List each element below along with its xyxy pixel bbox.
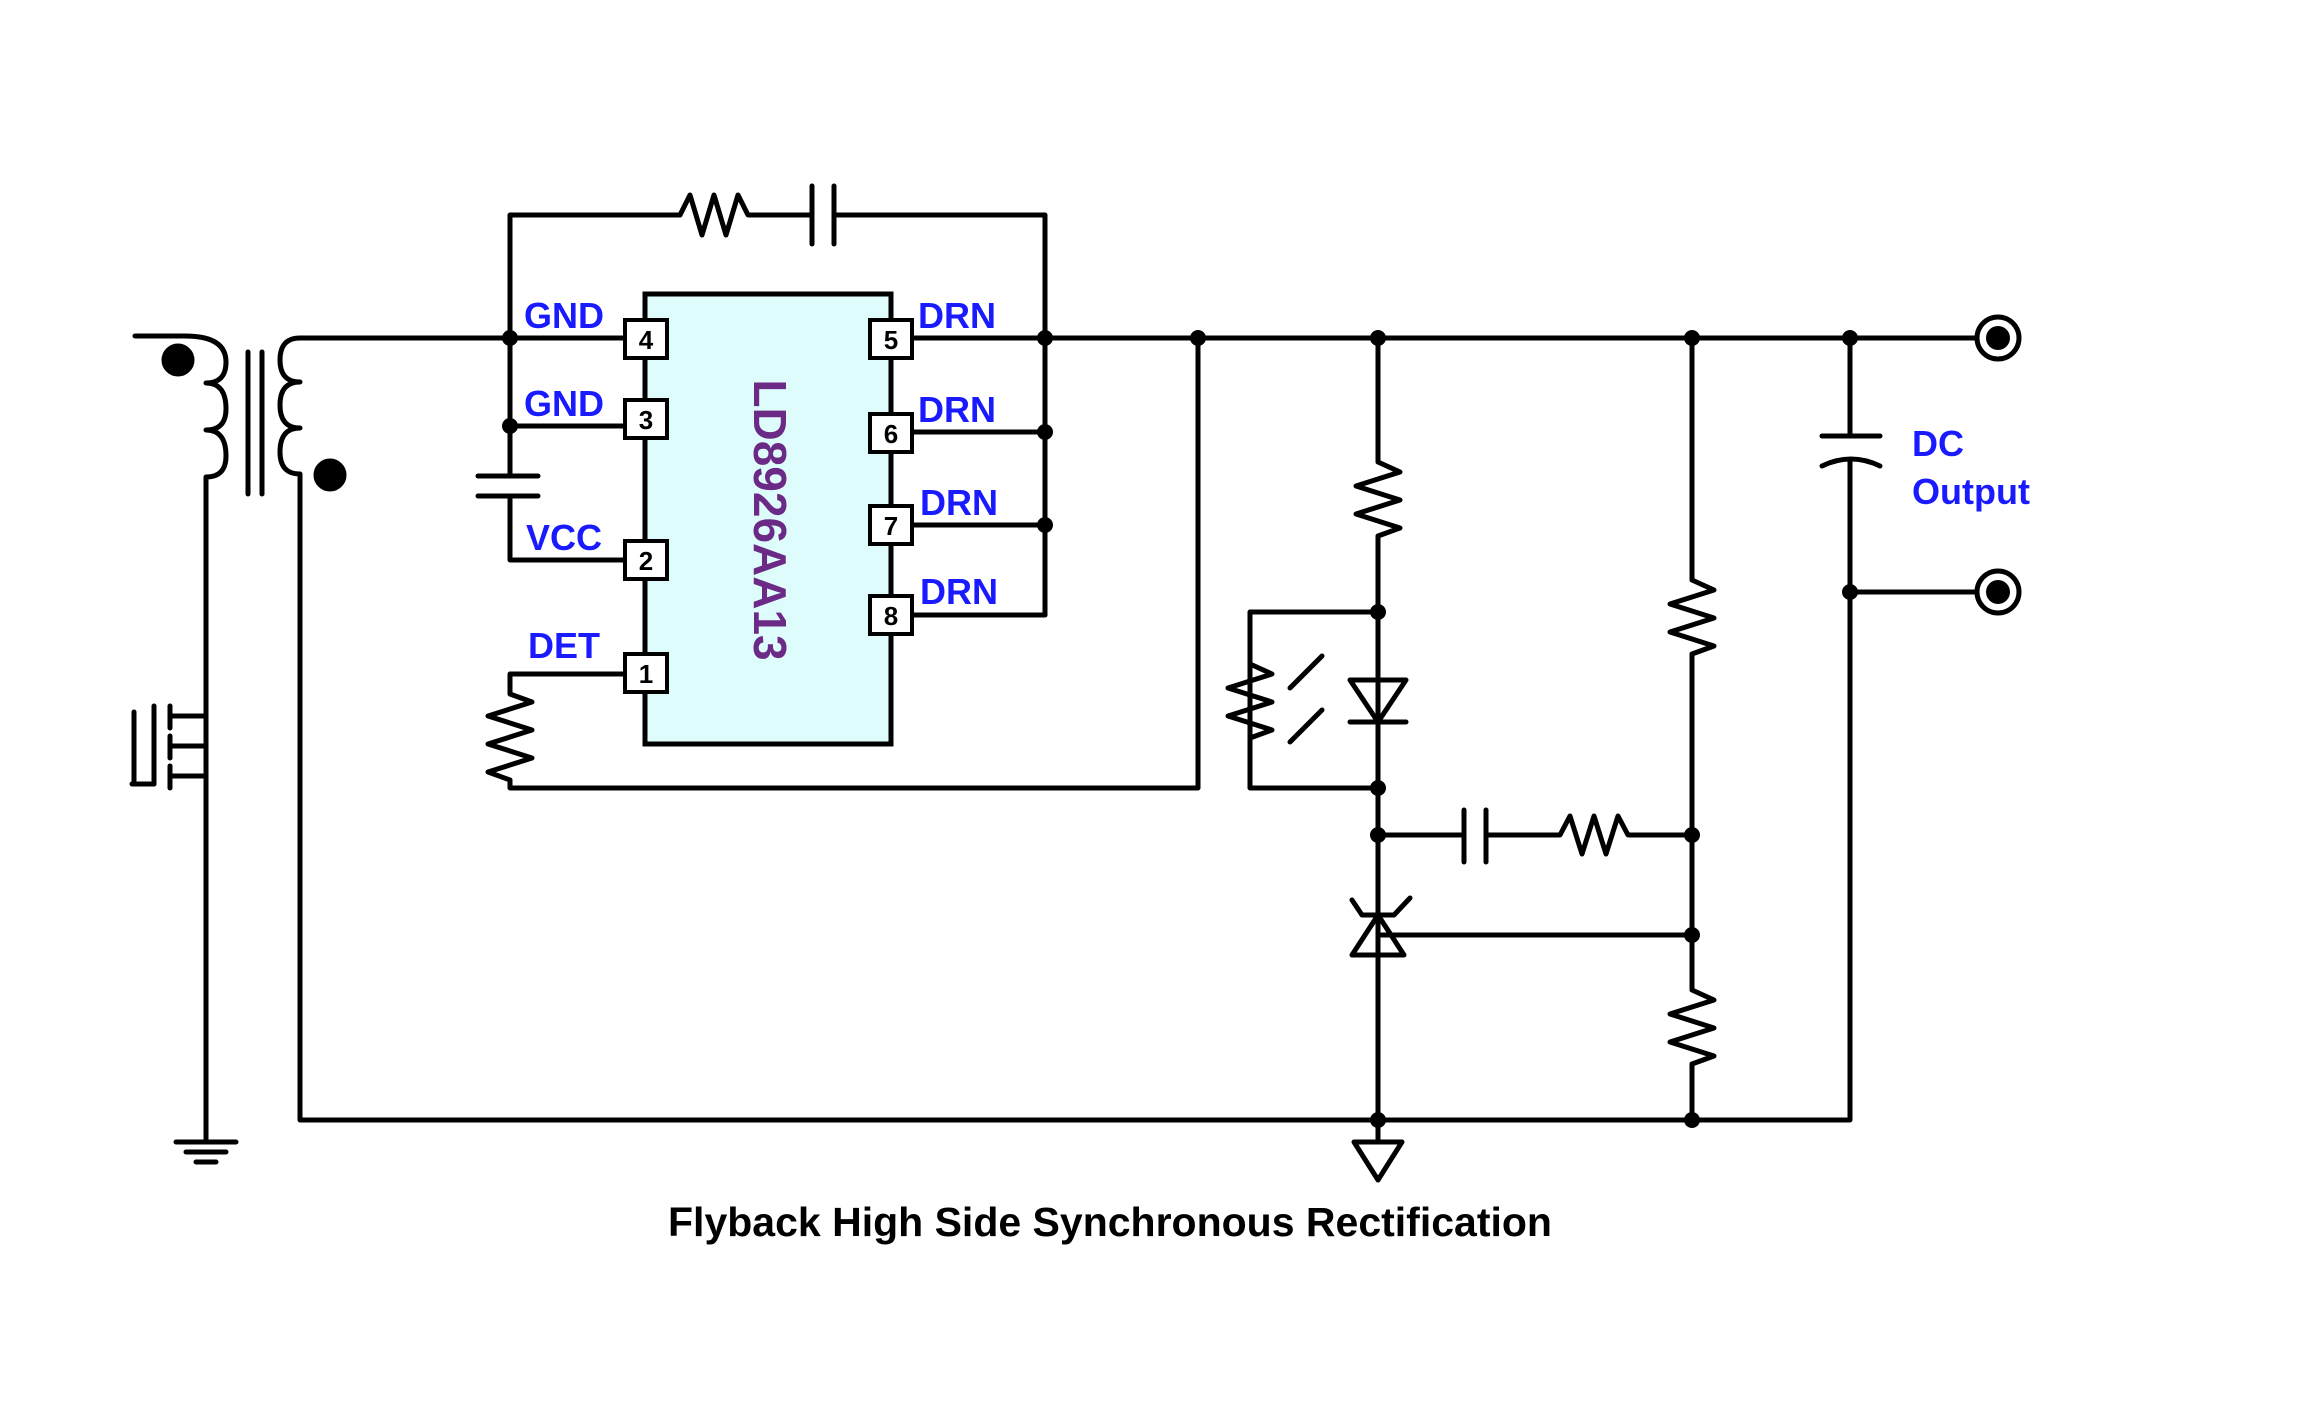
pin-number-5: 5	[884, 325, 898, 355]
snubber-wire-left	[507, 212, 683, 341]
opto-resistor-top	[1353, 335, 1403, 615]
junctions	[502, 330, 1858, 1128]
pin-box-5	[868, 318, 914, 360]
divider-resistor-top	[1667, 335, 1717, 838]
output-terminal-negative	[1974, 568, 2022, 616]
pin-number-7: 7	[884, 511, 898, 541]
wire-pin2	[507, 493, 628, 563]
ic-part-number: LD8926AA13	[744, 379, 796, 660]
pin-label-2: VCC	[526, 517, 602, 558]
opto-frame	[1247, 609, 1381, 791]
pin-box-8	[868, 594, 914, 636]
pin-label-7: DRN	[920, 482, 998, 523]
snubber-wire-right	[831, 212, 1048, 618]
pin-box-6	[868, 412, 914, 454]
pin-label-1: DET	[528, 625, 600, 666]
transformer	[132, 333, 1853, 1123]
shunt-regulator-bar	[1349, 895, 1413, 918]
opto-led-triangle	[1347, 677, 1409, 725]
snubber-resistor-top	[677, 192, 813, 238]
ic-body	[642, 291, 894, 747]
pin-label-4: GND	[524, 295, 604, 336]
pin-box-1	[623, 652, 669, 694]
secondary-dot	[313, 458, 347, 492]
divider-resistor-bottom	[1667, 832, 1717, 1123]
primary-winding	[132, 333, 229, 783]
pin-box-3	[623, 398, 669, 440]
output-label-line1: DC	[1912, 423, 1964, 464]
pin-number-6: 6	[884, 419, 898, 449]
pin-number-8: 8	[884, 601, 898, 631]
secondary-winding	[277, 335, 1853, 1123]
opto-arrow-2	[1287, 707, 1325, 745]
pin-label-3: GND	[524, 383, 604, 424]
mosfet-primary	[129, 703, 209, 1143]
pin-box-7	[868, 504, 914, 546]
comp-resistor	[1483, 813, 1695, 857]
pin-number-1: 1	[639, 659, 653, 689]
pin-box-2	[623, 539, 669, 581]
pin-number-3: 3	[639, 405, 653, 435]
ground-symbol-right	[1351, 1139, 1405, 1183]
det-resistor	[485, 335, 1201, 791]
output-label-line2: Output	[1912, 471, 2030, 512]
ground-symbol-left	[173, 1139, 239, 1165]
output-terminal-positive	[1974, 314, 2022, 362]
pin-number-4: 4	[639, 325, 654, 355]
pin-box-4	[623, 318, 669, 360]
pin-number-2: 2	[639, 546, 653, 576]
opto-arrow-1	[1287, 653, 1325, 691]
primary-dot	[161, 343, 195, 377]
pin-label-5: DRN	[918, 295, 996, 336]
pin-label-6: DRN	[918, 389, 996, 430]
diagram-caption: Flyback High Side Synchronous Rectificat…	[668, 1199, 1552, 1245]
pin-label-8: DRN	[920, 571, 998, 612]
opto-phototransistor	[1225, 661, 1275, 741]
